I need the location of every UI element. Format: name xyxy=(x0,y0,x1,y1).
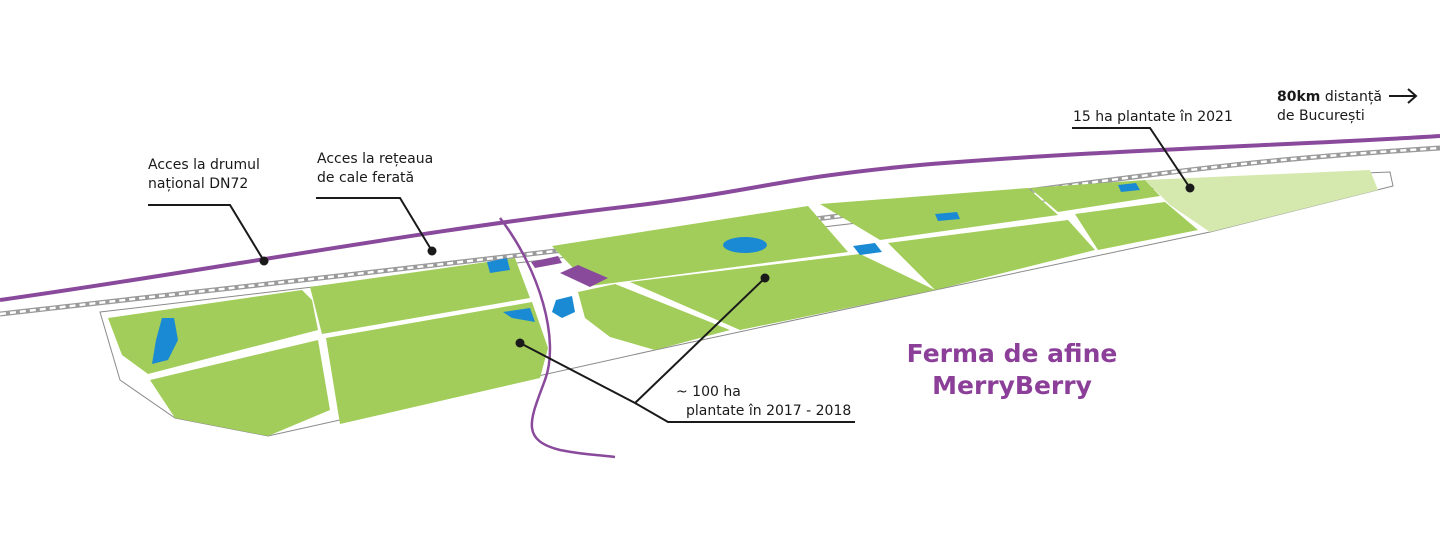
road-access-line2: național DN72 xyxy=(148,176,249,192)
main-area-line2: plantate în 2017 - 2018 xyxy=(686,403,852,419)
road-access-label: Acces la drumul național DN72 xyxy=(148,156,260,194)
rail-access-line2: de cale ferată xyxy=(317,170,415,186)
distance-text: distanță xyxy=(1324,89,1382,105)
distance-value: 80km xyxy=(1277,89,1321,105)
farm-title: Ferma de afine MerryBerry xyxy=(902,338,1122,402)
farm-title-line1: Ferma de afine xyxy=(906,339,1118,368)
road-access-line1: Acces la drumul xyxy=(148,157,260,173)
right-arrow-icon xyxy=(1389,88,1418,104)
distance-label: 80km distanță de București xyxy=(1277,88,1382,126)
distance-city: de București xyxy=(1277,108,1365,124)
new-field-2021 xyxy=(1145,170,1378,232)
farm-title-line2: MerryBerry xyxy=(932,371,1092,400)
callout-lines xyxy=(148,127,1191,423)
rail-access-label: Acces la rețeaua de cale ferată xyxy=(317,150,433,188)
main-area-line1: ~ 100 ha xyxy=(676,384,741,400)
access-road xyxy=(499,217,616,459)
railway xyxy=(0,145,1440,317)
water-ponds xyxy=(152,183,1140,364)
farm-buildings xyxy=(531,256,608,287)
main-area-label: ~ 100 ha plantate în 2017 - 2018 xyxy=(676,383,851,421)
new-area-label: 15 ha plantate în 2021 xyxy=(1073,109,1233,125)
rail-access-line1: Acces la rețeaua xyxy=(317,151,434,167)
callout-dots xyxy=(259,183,1195,348)
